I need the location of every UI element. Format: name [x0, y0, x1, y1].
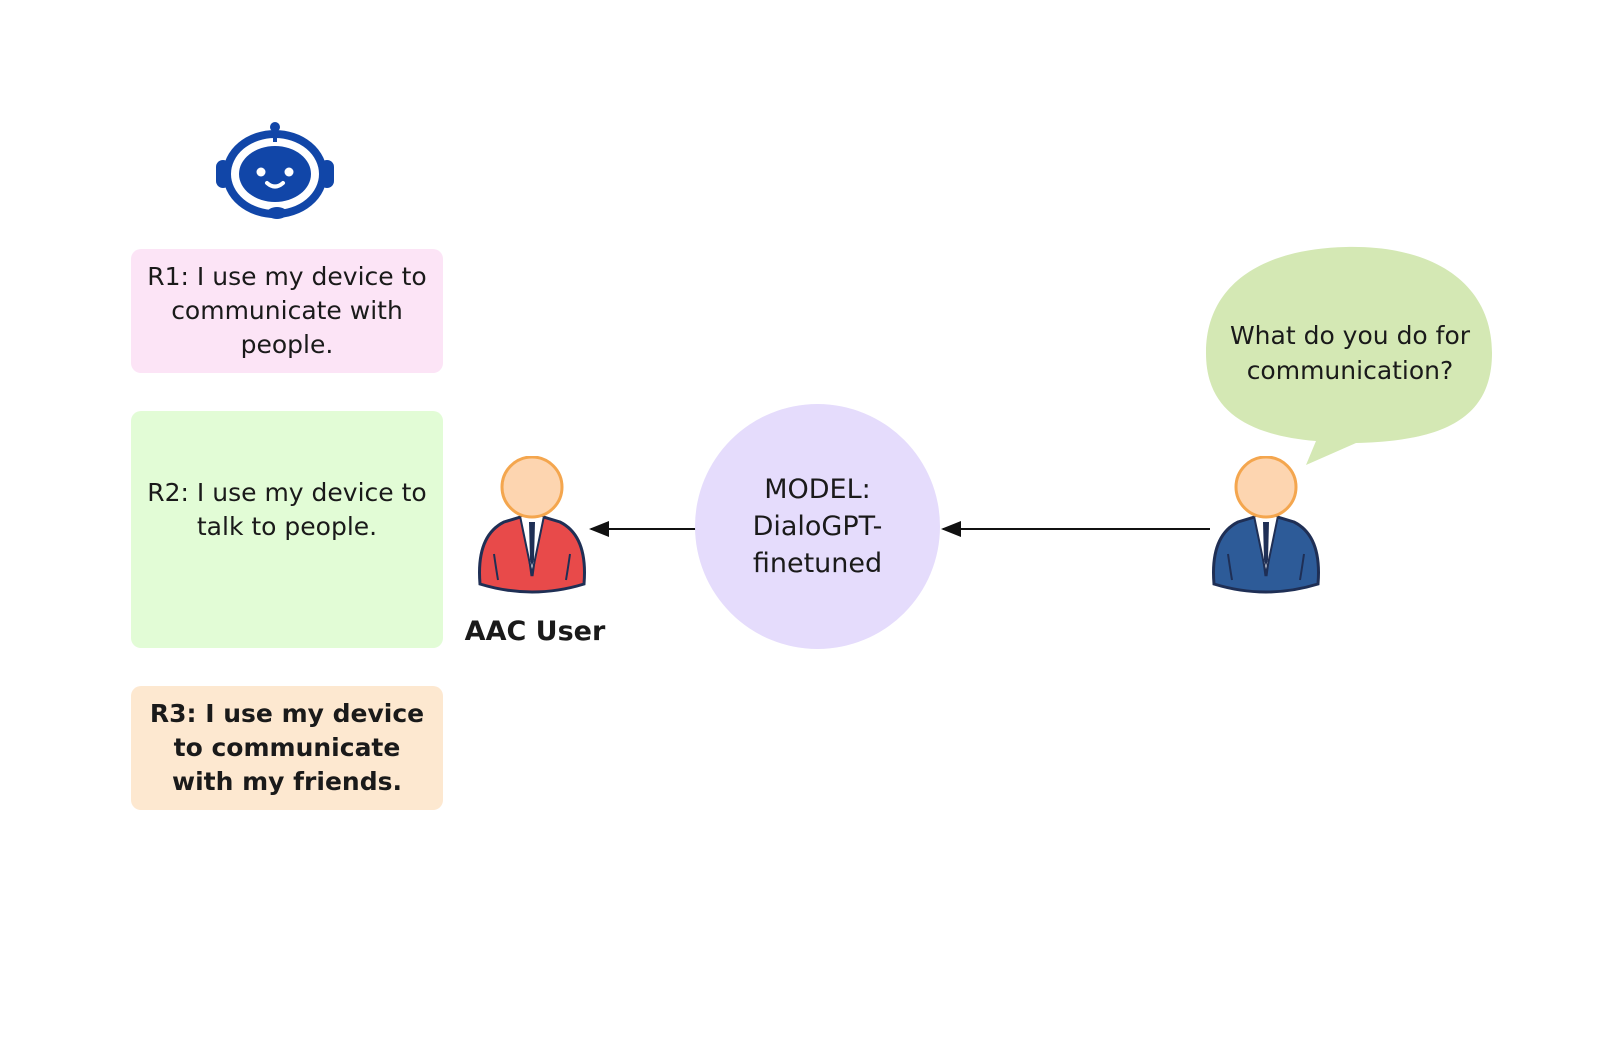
model-label: MODEL: DialoGPT-finetuned	[752, 474, 883, 579]
speech-bubble	[1206, 246, 1492, 465]
response-r3-box: R3: I use my device to communicate with …	[131, 686, 443, 810]
response-r1-box: R1: I use my device to communicate with …	[131, 249, 443, 373]
response-r2-text: R2: I use my device to talk to people.	[147, 478, 427, 541]
response-r3-text: R3: I use my device to communicate with …	[149, 699, 425, 796]
aac-user-person-icon	[478, 456, 586, 594]
robot-headset-icon	[216, 122, 334, 219]
partner-question: What do you do for communication?	[1229, 321, 1471, 385]
response-r1-text: R1: I use my device to communicate with …	[147, 262, 427, 359]
partner-person-icon	[1212, 456, 1320, 594]
response-r2-box: R2: I use my device to talk to people.	[131, 411, 443, 648]
model-node: MODEL: DialoGPT-finetuned	[695, 404, 940, 649]
aac-user-label: AAC User	[464, 616, 606, 647]
